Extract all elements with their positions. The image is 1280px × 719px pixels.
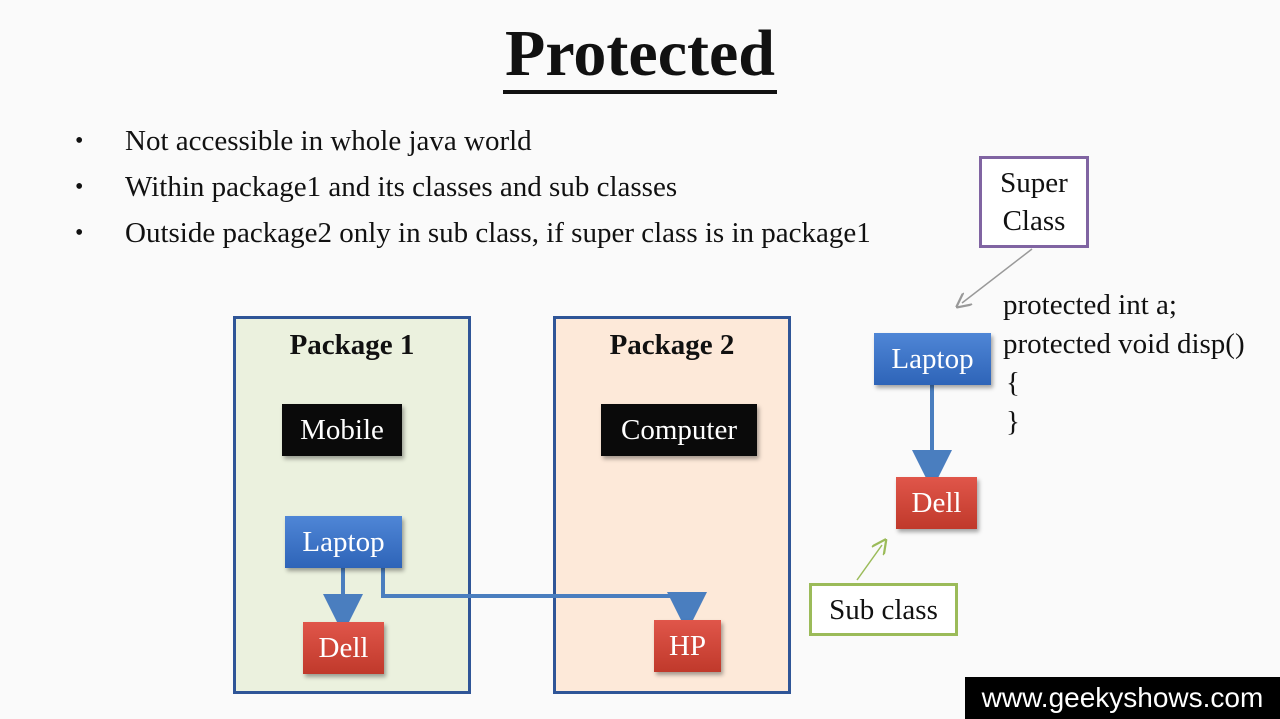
bullet-list: Not accessible in whole java world Withi… (75, 118, 871, 256)
slide-title-text: Protected (503, 17, 777, 94)
bullet-item: Within package1 and its classes and sub … (75, 164, 871, 210)
computer-box: Computer (601, 404, 757, 456)
pointer-super-class (962, 248, 1033, 303)
slide-title: Protected (0, 14, 1280, 94)
dell-box: Dell (303, 622, 384, 674)
super-class-label: Super Class (979, 156, 1089, 248)
package-1-title: Package 1 (289, 329, 415, 361)
code-line: protected void disp() (1003, 328, 1245, 360)
code-snippet: protected int a; protected void disp() {} (1003, 286, 1245, 442)
laptop-super-box: Laptop (874, 333, 991, 385)
laptop-box: Laptop (285, 516, 402, 568)
bullet-item: Outside package2 only in sub class, if s… (75, 210, 871, 256)
package-2-container: Package 2 (553, 316, 791, 694)
sub-class-label: Sub class (809, 583, 958, 636)
code-line: { (1006, 367, 1020, 399)
watermark: www.geekyshows.com (965, 677, 1280, 719)
mobile-box: Mobile (282, 404, 402, 456)
code-line: } (1006, 406, 1020, 438)
package-2-title: Package 2 (609, 329, 735, 361)
code-line: protected int a; (1003, 289, 1177, 321)
pointer-sub-class (856, 545, 882, 581)
hp-box: HP (654, 620, 721, 672)
arrow-laptop-to-hp (381, 568, 707, 632)
bullet-item: Not accessible in whole java world (75, 118, 871, 164)
dell-sub-box: Dell (896, 477, 977, 529)
